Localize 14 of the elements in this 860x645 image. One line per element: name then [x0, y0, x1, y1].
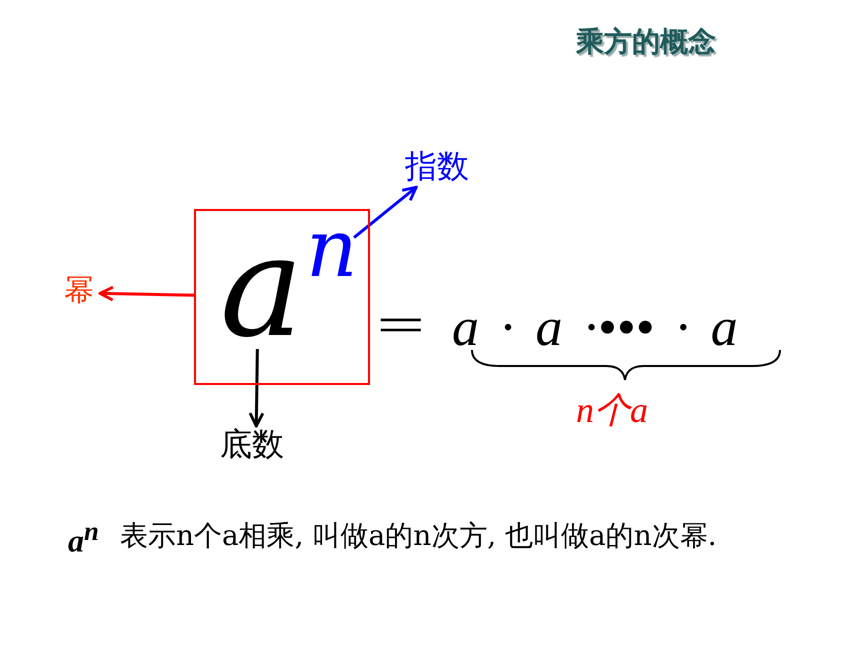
arrow	[98, 286, 194, 302]
equals-sign: =	[374, 292, 428, 356]
brace-label: n个a	[576, 392, 648, 428]
arrow	[353, 186, 418, 239]
arrow	[248, 348, 264, 428]
product-expression: a · a ·••• · a	[452, 300, 738, 354]
base-label: 底数	[220, 428, 292, 464]
power-expression: a$^{n}$	[68, 518, 99, 557]
title: 乘方的概念	[576, 28, 716, 56]
exponent-letter: n	[306, 229, 354, 285]
definition-text: 表示n个a相乘, 叫做a的n次方, 也叫做a的n次幂.	[120, 522, 717, 550]
power-label: 幂	[64, 276, 98, 310]
exponent-label: 指数	[405, 150, 475, 186]
term-box	[194, 209, 370, 385]
